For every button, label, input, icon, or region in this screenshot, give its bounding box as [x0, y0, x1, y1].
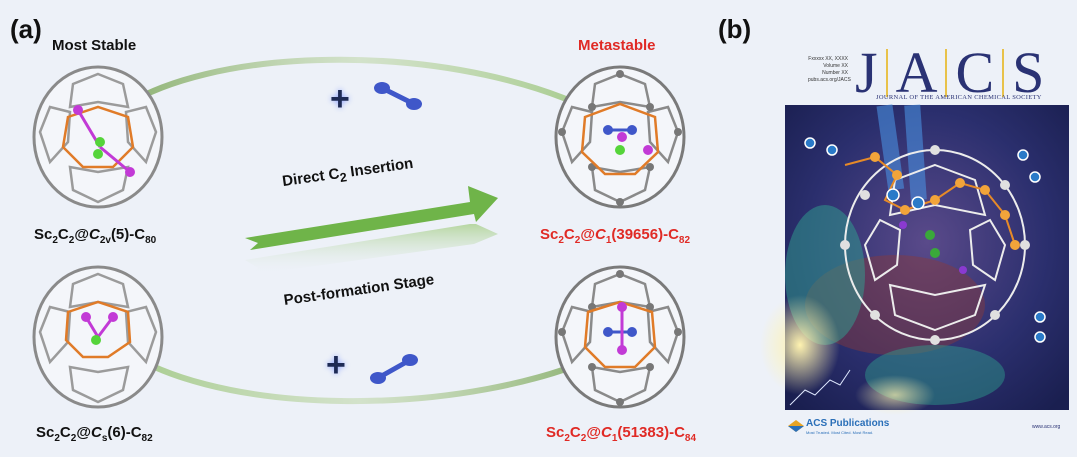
- fullerene-c82-c1-image: [554, 65, 686, 209]
- jacs-letter-c: C: [955, 40, 995, 105]
- f-bl-sym: C: [90, 424, 102, 441]
- issue-number: Number XX: [822, 70, 848, 76]
- f-tr-sym: C: [594, 226, 606, 243]
- formula-top-left: Sc2C2@C2v(5)-C80: [34, 226, 156, 246]
- issue-volume: Volume XX: [823, 63, 848, 69]
- panel-b-label: (b): [718, 14, 752, 44]
- f-br-cage: 84: [684, 433, 697, 444]
- issue-url: pubs.acs.org/JACS: [808, 77, 851, 83]
- f-bl-s2: 2: [70, 433, 77, 444]
- metastable-header: Metastable: [578, 37, 656, 54]
- f-tr-rest: (39656)-C: [611, 226, 679, 243]
- f-bl-at: @: [76, 424, 91, 441]
- c2-molecule-top-icon: [374, 82, 422, 110]
- f-tr-s1: 2: [558, 235, 564, 246]
- acs-website: www.acs.org: [1032, 424, 1061, 430]
- issue-info: Fxxxxx XX, XXXX Volume XX Number XX pubs…: [808, 56, 851, 84]
- journal-fullname: JOURNAL OF THE AMERICAN CHEMICAL SOCIETY: [876, 94, 1042, 101]
- f-br-s1: 2: [564, 433, 570, 444]
- acs-publications-logo: ACS Publications: [806, 418, 890, 429]
- f-bl-rest: (6)-C: [107, 424, 142, 441]
- f-bl-cage: 82: [141, 433, 153, 444]
- jacs-cover-art: [760, 104, 1069, 415]
- panel-a-label: (a): [10, 14, 42, 44]
- curved-arrow-top: [106, 56, 612, 123]
- plus-symbol-bottom: +: [326, 346, 346, 384]
- jacs-letter-j: J: [855, 40, 878, 105]
- acs-logo-icon: [788, 420, 804, 432]
- f-br-rest: (51383)-C: [617, 424, 685, 441]
- jacs-letter-a: A: [895, 40, 938, 105]
- jacs-divider: [945, 49, 948, 97]
- plus-symbol-top: +: [330, 80, 350, 118]
- c2-molecule-bottom-icon: [370, 354, 418, 384]
- jacs-divider: [885, 49, 888, 97]
- f-tr-symsub: 1: [605, 235, 612, 246]
- fullerene-c80-image: [32, 65, 164, 209]
- f-tr-sc: Sc: [540, 226, 559, 243]
- formula-bottom-right: Sc2C2@C1(51383)-C84: [546, 424, 696, 444]
- f-bl-s1: 2: [54, 433, 60, 444]
- formula-top-right: Sc2C2@C1(39656)-C82: [540, 226, 690, 246]
- issue-date: Fxxxxx XX, XXXX: [808, 56, 848, 62]
- f-tl-sc: Sc: [34, 226, 53, 243]
- f-tl-at: @: [74, 226, 89, 243]
- direct-insertion-arrow: [245, 186, 498, 275]
- f-tl-symsub: 2v: [99, 235, 111, 246]
- jacs-masthead: J A C S: [855, 44, 1044, 102]
- f-tr-at: @: [580, 226, 595, 243]
- fullerene-c82-cs-image: [32, 265, 164, 409]
- arrow-body: [245, 186, 498, 250]
- f-tr-cage: 82: [678, 235, 691, 246]
- jacs-letter-s: S: [1012, 40, 1045, 105]
- f-tl-c: C: [57, 226, 69, 243]
- f-br-at: @: [586, 424, 601, 441]
- f-tl-rest: (5)-C: [110, 226, 146, 243]
- f-tr-s2: 2: [574, 235, 581, 246]
- f-tr-c: C: [563, 226, 575, 243]
- f-tl-cage: 80: [145, 235, 157, 246]
- curved-arrow-bottom: [106, 335, 614, 404]
- f-br-c: C: [569, 424, 581, 441]
- formula-bottom-left: Sc2C2@Cs(6)-C82: [36, 424, 153, 444]
- f-bl-symsub: s: [101, 433, 108, 444]
- f-bl-sc: Sc: [36, 424, 55, 441]
- f-br-sym: C: [600, 424, 612, 441]
- acs-tagline: Most Trusted. Most Cited. Most Read.: [806, 430, 874, 435]
- f-br-sc: Sc: [546, 424, 565, 441]
- f-br-symsub: 1: [611, 433, 618, 444]
- arrow-reflection: [245, 224, 498, 275]
- f-tl-s1: 2: [52, 235, 58, 246]
- fullerene-c84-c1-image: [554, 265, 686, 409]
- f-bl-c: C: [59, 424, 71, 441]
- f-br-s2: 2: [580, 433, 587, 444]
- f-tl-s2: 2: [68, 235, 75, 246]
- jacs-divider: [1002, 49, 1005, 97]
- f-tl-sym: C: [88, 226, 100, 243]
- most-stable-header: Most Stable: [52, 37, 137, 54]
